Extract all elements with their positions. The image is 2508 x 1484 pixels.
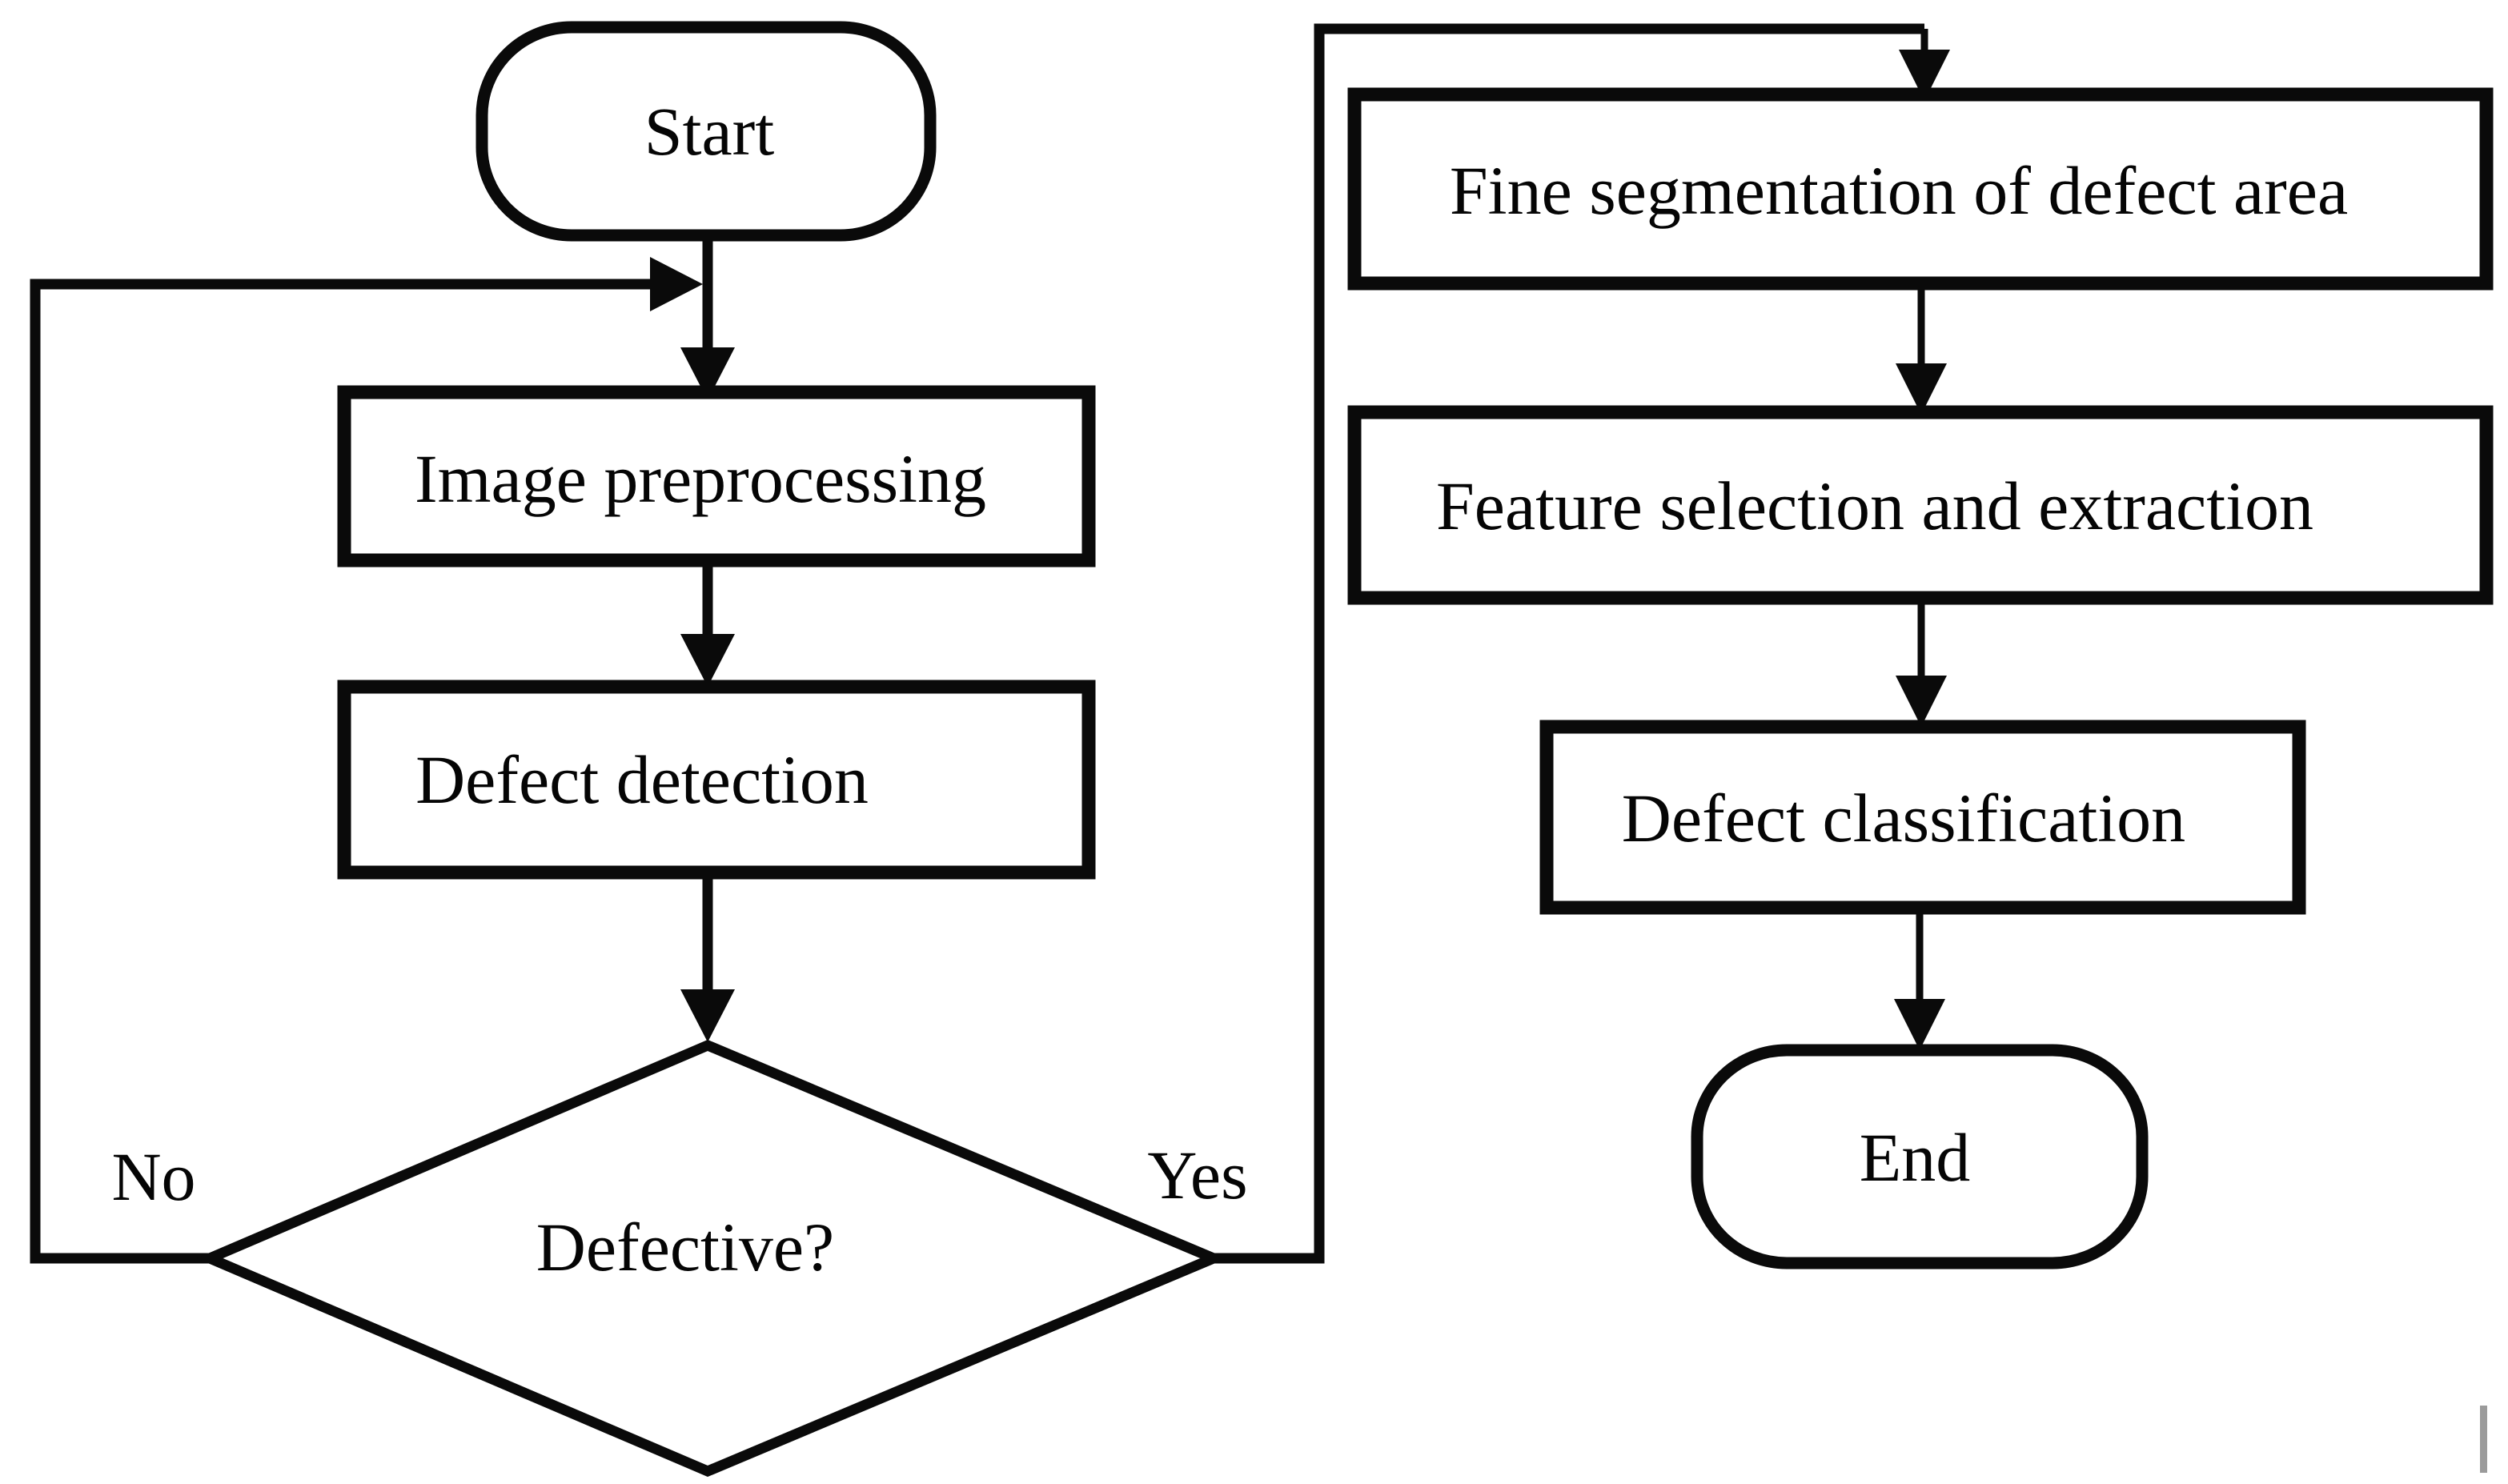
edge-defect-detection-to-defective <box>680 872 735 1042</box>
edge-start-to-image-preprocessing <box>680 234 735 400</box>
edge-label-yes: Yes <box>1147 1137 1247 1213</box>
image-preprocessing-label: Image preprocessing <box>415 440 986 517</box>
edge-line <box>1214 23 1924 1264</box>
arrowhead-down-icon <box>1894 999 1945 1050</box>
defect-classification-label: Defect classification <box>1622 780 2185 856</box>
node-defect-detection: Defect detection <box>337 680 1096 880</box>
arrowhead-down-icon <box>680 347 735 400</box>
edge-line <box>30 279 652 1264</box>
arrowhead-down-icon <box>1896 363 1947 415</box>
fine-segmentation-process-shape <box>1347 87 2494 291</box>
node-fine-segmentation: Fine segmentation of defect area <box>1347 87 2494 291</box>
defective-label: Defective? <box>536 1209 834 1285</box>
feature-selection-label: Feature selection and extraction <box>1436 467 2313 544</box>
arrowhead-down-icon <box>1896 676 1947 727</box>
edge-fine-segmentation-to-feature-selection <box>1896 283 1947 415</box>
image-preprocessing-process-shape <box>337 385 1096 568</box>
node-defective-decision: Defective? <box>196 1039 1227 1478</box>
arrowhead-down-icon <box>680 634 735 687</box>
edge-defective-yes-to-fine-segmentation <box>1214 23 1950 1264</box>
start-terminator-shape <box>476 21 937 242</box>
edge-label-no: No <box>111 1138 195 1215</box>
node-image-preprocessing: Image preprocessing <box>337 385 1096 568</box>
edge-image-preprocessing-to-defect-detection <box>680 560 735 687</box>
arrowhead-down-icon <box>1899 50 1950 101</box>
node-end: End <box>1691 1044 2149 1269</box>
node-start: Start <box>476 21 937 242</box>
edge-defect-classification-to-end <box>1894 908 1945 1050</box>
feature-selection-process-shape <box>1347 405 2494 605</box>
node-feature-selection: Feature selection and extraction <box>1347 405 2494 605</box>
arrowhead-right-icon <box>650 257 703 311</box>
end-label: End <box>1860 1119 1971 1196</box>
arrowhead-down-icon <box>680 989 735 1042</box>
start-label: Start <box>644 93 775 170</box>
end-terminator-shape <box>1691 1044 2149 1269</box>
defect-classification-process-shape <box>1539 720 2306 915</box>
defect-detection-label: Defect detection <box>415 741 869 818</box>
defective-diamond-shape <box>196 1039 1227 1478</box>
fine-segmentation-label: Fine segmentation of defect area <box>1450 152 2348 229</box>
edge-defective-no-loop <box>30 257 703 1264</box>
edge-feature-selection-to-defect-classification <box>1896 598 1947 727</box>
cursor-artifact <box>2480 1406 2487 1473</box>
node-defect-classification: Defect classification <box>1539 720 2306 915</box>
defect-detection-process-shape <box>337 680 1096 880</box>
